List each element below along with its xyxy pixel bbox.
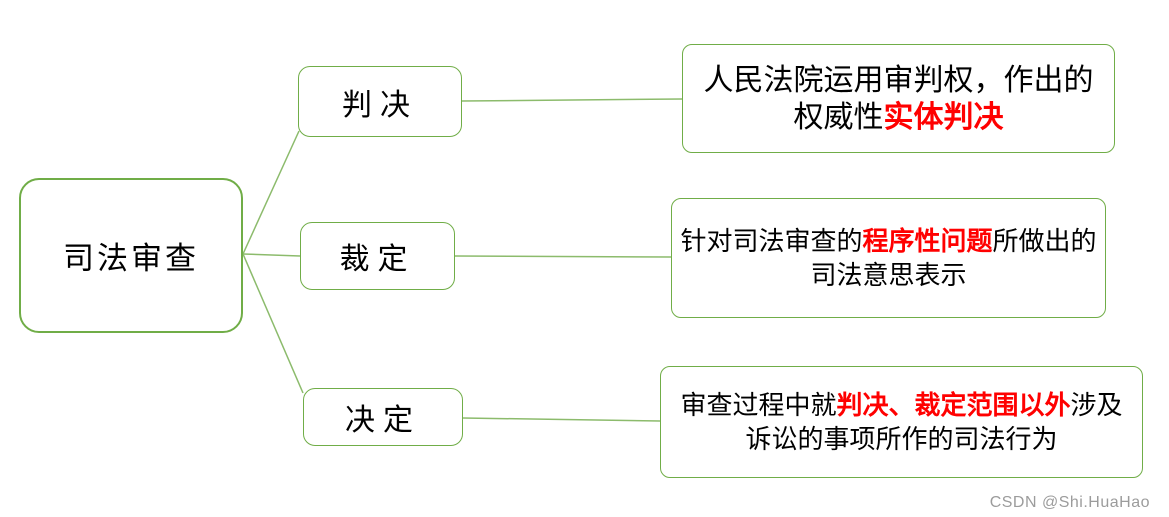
desc-judgment-line1: 人民法院运用审判权，作出的 xyxy=(703,63,1094,97)
node-ruling: 裁定 xyxy=(300,222,455,290)
node-judgment-label: 判决 xyxy=(342,88,418,122)
node-decision: 决定 xyxy=(303,388,463,446)
desc-ruling-line1: 针对司法审查的程序性问题所做出的 xyxy=(680,226,1097,256)
connector-ruling-to-desc xyxy=(454,255,672,258)
emphasis-outside-scope: 判决、裁定范围以外 xyxy=(836,390,1071,420)
desc-box-decision: 审查过程中就判决、裁定范围以外涉及 诉讼的事项所作的司法行为 xyxy=(660,366,1143,478)
watermark: CSDN @Shi.HuaHao xyxy=(989,494,1150,511)
desc-decision-line1: 审查过程中就判决、裁定范围以外涉及 xyxy=(680,390,1123,420)
connector-root-to-decision xyxy=(242,253,304,394)
desc-judgment-line2: 权威性实体判决 xyxy=(793,100,1004,134)
emphasis-procedural-issues: 程序性问题 xyxy=(862,226,993,256)
connector-decision-to-desc xyxy=(462,417,661,422)
desc-box-judgment: 人民法院运用审判权，作出的 权威性实体判决 xyxy=(682,44,1115,153)
node-judgment: 判决 xyxy=(298,66,462,137)
connector-root-to-ruling xyxy=(242,253,301,257)
node-judicial-review-label: 司法审查 xyxy=(63,241,199,276)
desc-box-ruling: 针对司法审查的程序性问题所做出的 司法意思表示 xyxy=(671,198,1106,318)
node-decision-label: 决定 xyxy=(345,404,421,437)
node-judicial-review: 司法审查 xyxy=(19,178,243,333)
connector-root-to-judgment xyxy=(242,130,300,255)
emphasis-substantive-judgment: 实体判决 xyxy=(883,100,1004,134)
node-ruling-label: 裁定 xyxy=(339,243,416,276)
desc-ruling-line2: 司法意思表示 xyxy=(810,260,967,290)
desc-decision-line2: 诉讼的事项所作的司法行为 xyxy=(745,424,1058,454)
connector-judgment-to-desc xyxy=(461,98,683,102)
